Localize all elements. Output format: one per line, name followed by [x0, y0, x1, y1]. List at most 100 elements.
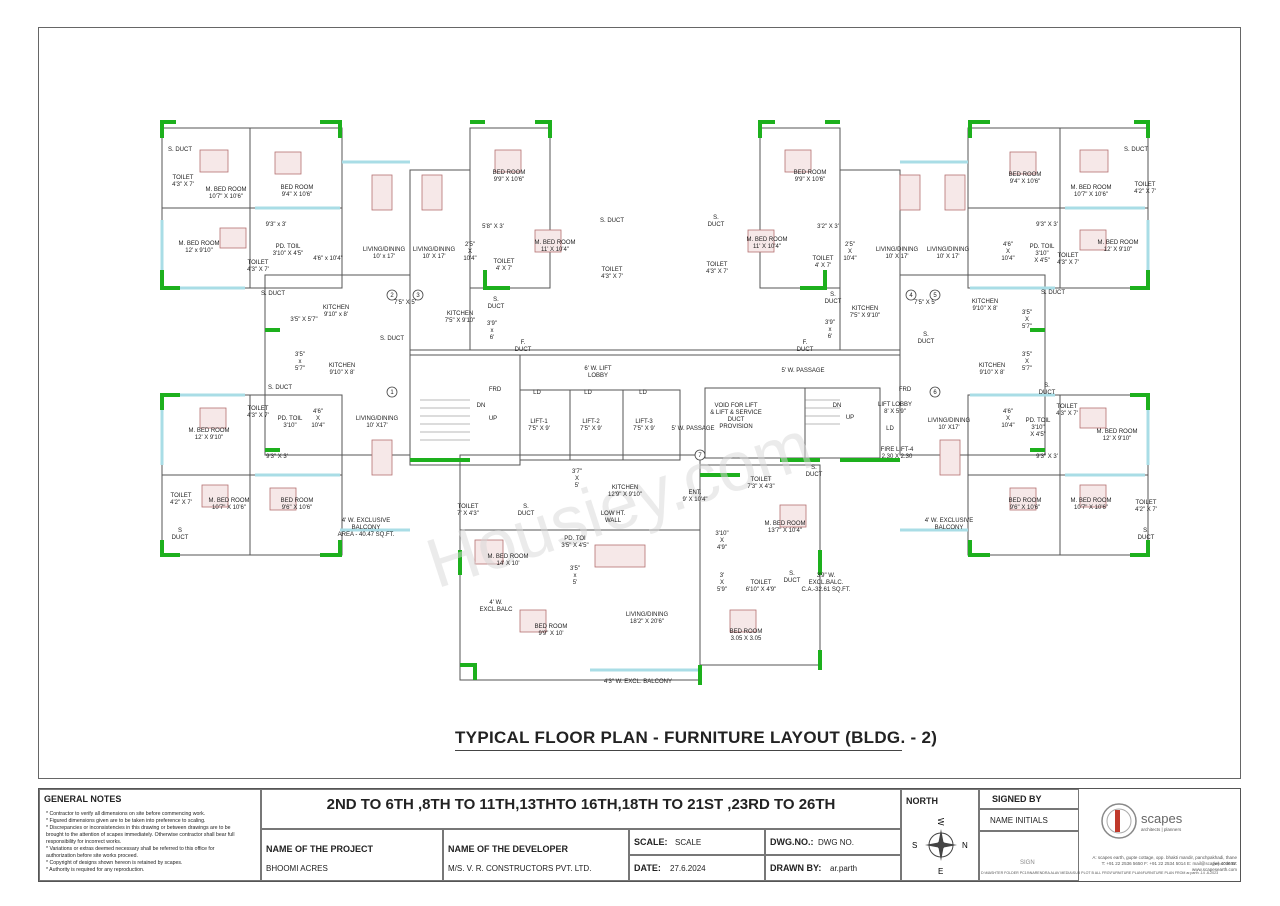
- drawing-frame: [38, 27, 1241, 779]
- room-label: PD. TOIL: [278, 416, 303, 422]
- wall-stubs: [160, 120, 1150, 685]
- room-label: 9'4" X 10'6": [1010, 179, 1041, 185]
- room-label: DUCT: [918, 339, 935, 345]
- room-label: 3'10" X 4'5": [273, 251, 304, 257]
- room-label: S. DUCT: [600, 218, 624, 224]
- room-label: LD: [584, 390, 592, 396]
- compass-s: S: [912, 841, 917, 850]
- room-label: 10'4": [1001, 256, 1014, 262]
- room-label: 9'9" X 10': [538, 631, 563, 637]
- room-label: 10'7" X 10'6": [1074, 505, 1108, 511]
- room-label: 6' W. LIFT: [584, 366, 611, 372]
- room-label: TOILET: [1135, 182, 1156, 188]
- room-label: F.: [803, 340, 808, 346]
- general-notes-panel: GENERAL NOTES * Contractor to verify all…: [39, 789, 261, 881]
- room-label: LIVING/DINING: [626, 612, 669, 618]
- room-label: 4'3" W. EXCL. BALCONY: [604, 679, 672, 685]
- compass-icon: W S N E: [912, 818, 968, 876]
- room-label: TOILET: [171, 493, 192, 499]
- firm-panel: scapes architects | planners A: scapes e…: [1081, 791, 1239, 879]
- room-label: DUCT: [172, 535, 189, 541]
- grid-marker-label: 3: [416, 293, 420, 299]
- room-label: 4'2" X 7': [1135, 507, 1157, 513]
- room-label: S.: [789, 571, 795, 577]
- room-label: 3'10": [1035, 251, 1048, 257]
- room-label: 3.05 X 3.05: [731, 636, 762, 642]
- room-label: 3'2" X 3': [817, 224, 839, 230]
- north-label: NORTH: [906, 796, 938, 806]
- room-label: BED ROOM: [281, 498, 314, 504]
- room-label: X 4'5": [1034, 258, 1050, 264]
- room-label: BED ROOM: [794, 170, 827, 176]
- room-label: X: [575, 476, 579, 482]
- room-label: TOILET: [602, 267, 623, 273]
- room-label: x: [491, 328, 494, 334]
- room-label: LIVING/DINING: [876, 247, 919, 253]
- room-label: 10'7" X 10'6": [209, 194, 243, 200]
- room-label: 4' W.: [489, 600, 502, 606]
- room-label: TOILET: [1136, 500, 1157, 506]
- room-label: BED ROOM: [281, 185, 314, 191]
- room-label: X: [316, 416, 320, 422]
- room-label: 4'3" X 7': [706, 269, 728, 275]
- compass-w: W: [936, 818, 945, 826]
- grid-marker-circle: [386, 289, 398, 301]
- room-label: BALCONY: [935, 525, 964, 531]
- room-label: ENT.: [688, 490, 701, 496]
- room-label: 7'5" X 5': [914, 300, 936, 306]
- room-label: BED ROOM: [1009, 172, 1042, 178]
- room-label: FRD: [489, 387, 502, 393]
- room-label: 4'2" X 7': [170, 500, 192, 506]
- room-label: KITCHEN: [447, 311, 473, 317]
- room-label: 4' W. EXCLUSIVE: [925, 518, 974, 524]
- room-label: LIFT LOBBY: [878, 402, 912, 408]
- room-label: 10'7" X 10'6": [212, 505, 246, 511]
- room-label: KITCHEN: [323, 305, 349, 311]
- room-label: X: [1025, 359, 1029, 365]
- room-label: PD. TOI: [564, 536, 586, 542]
- room-label: M. BED ROOM: [764, 521, 805, 527]
- grid-marker-label: 2: [390, 293, 394, 299]
- date-label: DATE:: [634, 863, 661, 873]
- room-label: 12' X 9'10": [1103, 436, 1131, 442]
- developer-panel: NAME OF THE DEVELOPER M/S. V. R. CONSTRU…: [443, 829, 629, 881]
- room-label: 9'3" X 3': [1036, 454, 1058, 460]
- room-label: S. DUCT: [380, 336, 404, 342]
- room-label: DUCT: [784, 578, 801, 584]
- scale-value: SCALE: [675, 838, 702, 847]
- grid-marker-label: 4: [909, 293, 913, 299]
- room-label: KITCHEN: [979, 363, 1005, 369]
- room-label: TOILET: [813, 256, 834, 262]
- room-label: 3'10": [715, 531, 728, 537]
- room-label: 5'7": [1022, 324, 1032, 330]
- furniture: [199, 149, 1109, 633]
- room-label: 11' X 10'4": [753, 244, 781, 250]
- room-label: 8' X 5'9": [884, 409, 906, 415]
- general-notes-list: * Contractor to verify all dimensions on…: [46, 811, 256, 874]
- room-label: 3'10": [1031, 425, 1044, 431]
- room-label: 13'7" X 10'4": [768, 528, 802, 534]
- room-label: BED ROOM: [730, 629, 763, 635]
- room-label: 9'6" X 10'6": [1010, 505, 1041, 511]
- room-label: TOILET: [458, 504, 479, 510]
- room-label: BALCONY: [352, 525, 381, 531]
- room-label: LIVING/DINING: [927, 247, 970, 253]
- room-label: S. DUCT: [168, 147, 192, 153]
- room-label: 7'5" X 5': [394, 300, 416, 306]
- room-label: 10'4": [311, 423, 324, 429]
- room-label: UP: [846, 415, 854, 421]
- room-label: TOILET: [248, 406, 269, 412]
- room-label: PD. TOIL: [276, 244, 301, 250]
- room-label: S.: [523, 504, 529, 510]
- grid-marker-label: 5: [933, 293, 937, 299]
- room-label: X: [1006, 249, 1010, 255]
- room-label: 2.30 X 2.30: [882, 454, 913, 460]
- note-line: * Contractor to verify all dimensions on…: [46, 811, 206, 817]
- compass-n: N: [962, 841, 968, 850]
- room-label: 4'3" X 7': [247, 267, 269, 273]
- room-label: 9'10" X 8': [979, 370, 1004, 376]
- room-label: LIVING/DINING: [928, 418, 971, 424]
- room-label: TOILET: [1058, 253, 1079, 259]
- room-label: DUCT: [515, 347, 532, 353]
